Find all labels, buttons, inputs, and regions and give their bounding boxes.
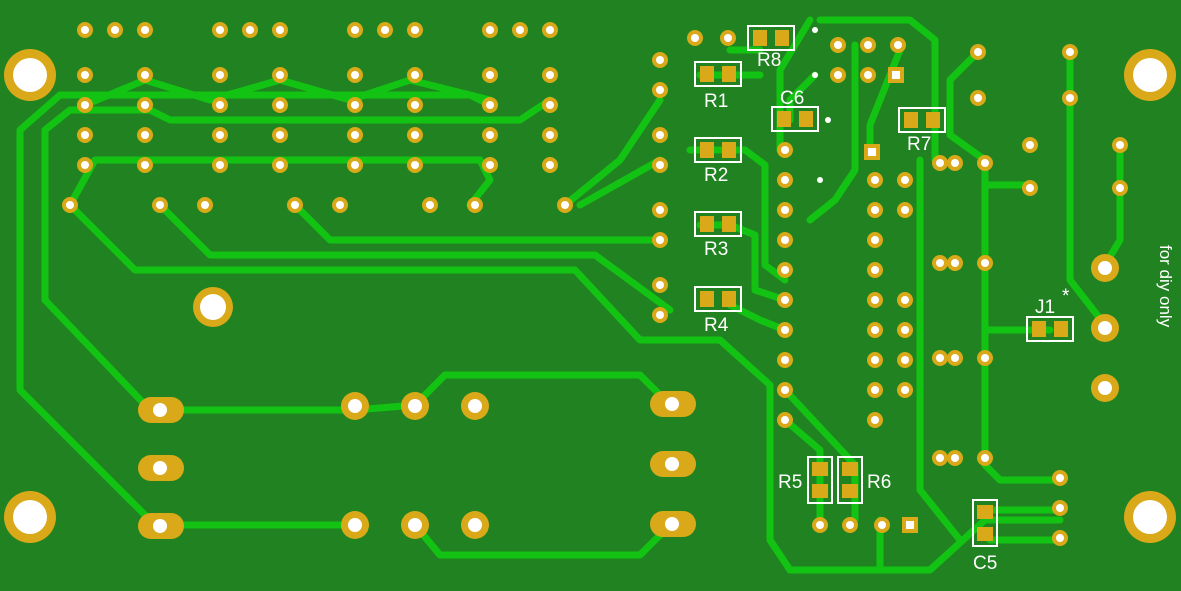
via — [825, 117, 831, 123]
side-text: for diy only — [1156, 245, 1175, 328]
smd-pads — [700, 30, 1068, 541]
label-r4: R4 — [704, 315, 729, 336]
label-c5: C5 — [973, 553, 997, 574]
relay-pads — [138, 391, 696, 539]
via — [812, 27, 818, 33]
via — [817, 177, 823, 183]
r4-outline — [694, 286, 742, 312]
trace — [156, 201, 674, 314]
smd-footprints — [694, 25, 1074, 547]
trace — [576, 156, 664, 209]
trace — [816, 16, 939, 164]
trace — [66, 156, 494, 209]
trace — [696, 221, 789, 304]
trace — [291, 201, 664, 244]
trace — [561, 96, 664, 209]
mounting-holes — [4, 49, 1176, 543]
r2-outline — [694, 137, 742, 163]
label-r3: R3 — [704, 239, 728, 260]
trace — [981, 156, 1064, 484]
r3-outline — [694, 211, 742, 237]
via — [812, 72, 818, 78]
r8-outline — [747, 25, 795, 51]
c5-outline — [972, 499, 998, 547]
through-hole-pads — [62, 22, 1128, 546]
trace — [66, 201, 1064, 574]
label-star: * — [1062, 286, 1070, 307]
label-r6: R6 — [867, 472, 891, 493]
trace — [1066, 46, 1109, 329]
r7-outline — [898, 107, 946, 133]
label-c6: C6 — [780, 88, 804, 109]
r5-outline — [807, 456, 833, 504]
trace — [986, 506, 1064, 544]
trace — [411, 371, 674, 409]
r1-outline — [694, 61, 742, 87]
r6-outline — [837, 456, 863, 504]
c6-outline — [771, 106, 819, 132]
label-r5: R5 — [778, 472, 802, 493]
j1-outline — [1026, 316, 1074, 342]
trace — [916, 156, 964, 544]
label-r1: R1 — [704, 91, 728, 112]
label-r7: R7 — [907, 134, 931, 155]
trace — [411, 521, 674, 559]
trace — [946, 51, 989, 164]
label-j1: J1 — [1035, 297, 1055, 318]
label-r2: R2 — [704, 165, 728, 186]
silkscreen-labels: R1 R2 R3 R4 R8 C6 R7 J1 * R5 R6 C5 for d… — [704, 50, 1175, 574]
label-r8: R8 — [757, 50, 781, 71]
